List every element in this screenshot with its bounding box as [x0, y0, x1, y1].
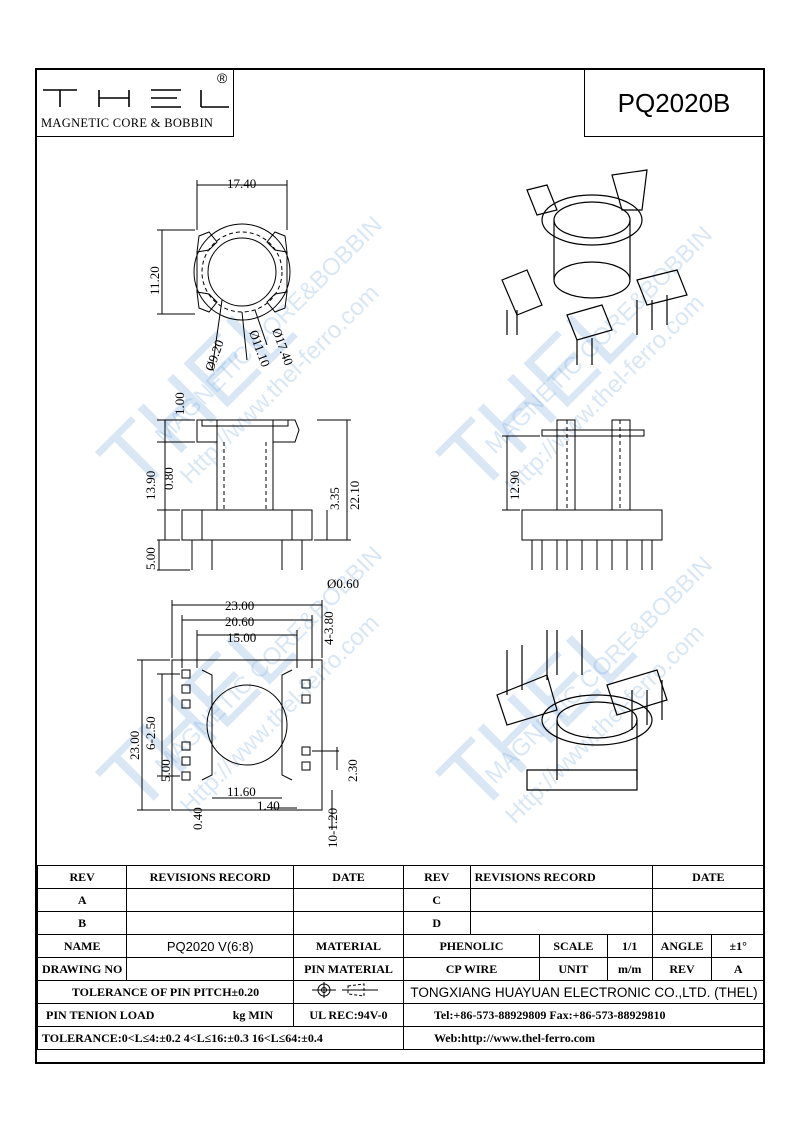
dim-dia-inner: Ø9.20 [202, 338, 227, 373]
pin-material-value: CP WIRE [402, 957, 541, 981]
angle-label: ANGLE [651, 934, 713, 958]
dim-top-width: 17.40 [227, 176, 256, 191]
unit-label: UNIT [539, 957, 608, 981]
rev-a: A [36, 888, 128, 912]
pin-tension-load: PIN TENION LOAD kg MIN [36, 1003, 295, 1027]
dim-bot-w3: 15.00 [227, 630, 256, 645]
dim-right-h: 12.90 [507, 471, 522, 500]
side-view [157, 419, 351, 571]
rev-header-right: REV [402, 865, 471, 889]
ul-rec: UL REC:94V-0 [293, 1003, 404, 1027]
company-tagline: MAGNETIC CORE & BOBBIN [41, 116, 214, 130]
drawing-no-value [126, 957, 295, 981]
dim-top-height: 11.20 [147, 266, 162, 295]
dim-bot-w1: 23.00 [225, 598, 254, 613]
title-block: REV REVISIONS RECORD DATE REV REVISIONS … [36, 865, 766, 1050]
isometric-view-bottom [496, 630, 668, 791]
dim-side-h3: 3.35 [327, 487, 342, 510]
rev-b-date [293, 911, 404, 935]
company-name: TONGXIANG HUAYUAN ELECTRONIC CO.,LTD. (T… [402, 980, 766, 1004]
part-number-box: PQ2020B [584, 70, 763, 137]
rev-c-record [469, 888, 653, 912]
dim-side-h1: 13.90 [143, 471, 158, 500]
isometric-view-top [501, 169, 688, 365]
revisions-header-left: REVISIONS RECORD [126, 865, 295, 889]
dim-side-pin: 5.00 [143, 547, 158, 570]
rev-b: B [36, 911, 128, 935]
unit-value: m/m [606, 957, 653, 981]
pin-material-label: PIN MATERIAL [293, 957, 404, 981]
contact-web: Web:http://www.thel-ferro.com [402, 1026, 766, 1050]
drawing-sheet: ® MAGNETIC CORE & BOBBIN PQ2020B [35, 68, 766, 1064]
contact-tel: Tel:+86-573-88929809 Fax:+86-573-8892981… [402, 1003, 766, 1027]
pin-tension-label: PIN TENION LOAD [46, 1007, 155, 1022]
date-header-right: DATE [651, 865, 766, 889]
rev-d: D [402, 911, 471, 935]
material-label: MATERIAL [293, 934, 404, 958]
revisions-header-right: REVISIONS RECORD [469, 865, 653, 889]
right-side-view [502, 419, 663, 570]
logo-box: ® MAGNETIC CORE & BOBBIN [37, 70, 234, 137]
rev-label: REV [651, 957, 713, 981]
tolerance-pin-pitch: TOLERANCE OF PIN PITCH±0.20 [36, 980, 295, 1004]
dim-bot-pitch: 6-2.50 [143, 716, 158, 750]
scale-value: 1/1 [606, 934, 653, 958]
rev-a-date [293, 888, 404, 912]
dim-side-total: 22.10 [347, 481, 362, 510]
dim-bot-h: 23.00 [127, 731, 142, 760]
rev-d-date [651, 911, 766, 935]
dim-bot-2-3: 2.30 [345, 759, 360, 782]
material-value: PHENOLIC [402, 934, 541, 958]
registered-mark: ® [217, 70, 228, 86]
rev-d-record [469, 911, 653, 935]
date-header-left: DATE [293, 865, 404, 889]
dim-bot-pin: 4-3.80 [321, 611, 336, 645]
dim-bot-0-4: 0.40 [190, 807, 205, 830]
dim-bot-10-1-2: 10-1.20 [325, 808, 340, 848]
drawing-no-label: DRAWING NO [36, 957, 128, 981]
top-view [157, 180, 291, 371]
dim-bot-5: 5.00 [158, 759, 173, 782]
name-label: NAME [36, 934, 128, 958]
dim-side-h2: 0.80 [161, 467, 176, 490]
scale-label: SCALE [539, 934, 608, 958]
thel-logo-icon [43, 89, 229, 108]
dim-bot-w2: 20.60 [225, 614, 254, 629]
part-number: PQ2020B [617, 87, 731, 118]
angle-value: ±1° [711, 934, 765, 958]
name-value: PQ2020 V(6:8) [126, 934, 295, 958]
technical-drawing: 17.40 11.20 Ø9.20 Ø11.10 Ø17.40 1.00 13.… [127, 169, 688, 848]
rev-c-date [651, 888, 766, 912]
dim-bot-1-4: 1.40 [257, 798, 280, 813]
projection-symbol [293, 980, 404, 1004]
rev-header-left: REV [36, 865, 128, 889]
rev-a-record [126, 888, 295, 912]
bottom-view [137, 600, 339, 830]
rev-c: C [402, 888, 471, 912]
dim-side-top: 1.00 [172, 392, 187, 415]
dim-pin-dia: Ø0.60 [327, 576, 359, 591]
rev-value: A [711, 957, 765, 981]
projection-symbol-icon [312, 982, 379, 998]
rev-b-record [126, 911, 295, 935]
tolerance-general: TOLERANCE:0<L≤4:±0.2 4<L≤16:±0.3 16<L≤64… [37, 1026, 404, 1050]
dim-bot-11-6: 11.60 [227, 784, 256, 799]
kg-min-label: kg MIN [232, 1007, 274, 1022]
dim-dia-mid: Ø11.10 [246, 328, 273, 369]
